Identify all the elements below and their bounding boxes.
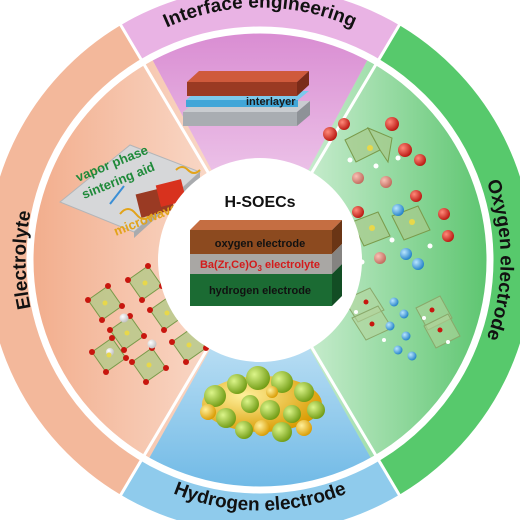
cell-stack: oxygen electrode Ba(Zr,Ce)O3 electrolyte… bbox=[190, 220, 342, 306]
oxygen-electrode-label: oxygen electrode bbox=[215, 238, 305, 250]
hydrogen-electrode-label: hydrogen electrode bbox=[209, 285, 311, 297]
center-title: H-SOECs bbox=[224, 194, 295, 211]
stack-top-face bbox=[190, 220, 342, 230]
interlayer-label: interlayer bbox=[246, 96, 296, 108]
interlayer-illustration: interlayer bbox=[183, 71, 310, 126]
